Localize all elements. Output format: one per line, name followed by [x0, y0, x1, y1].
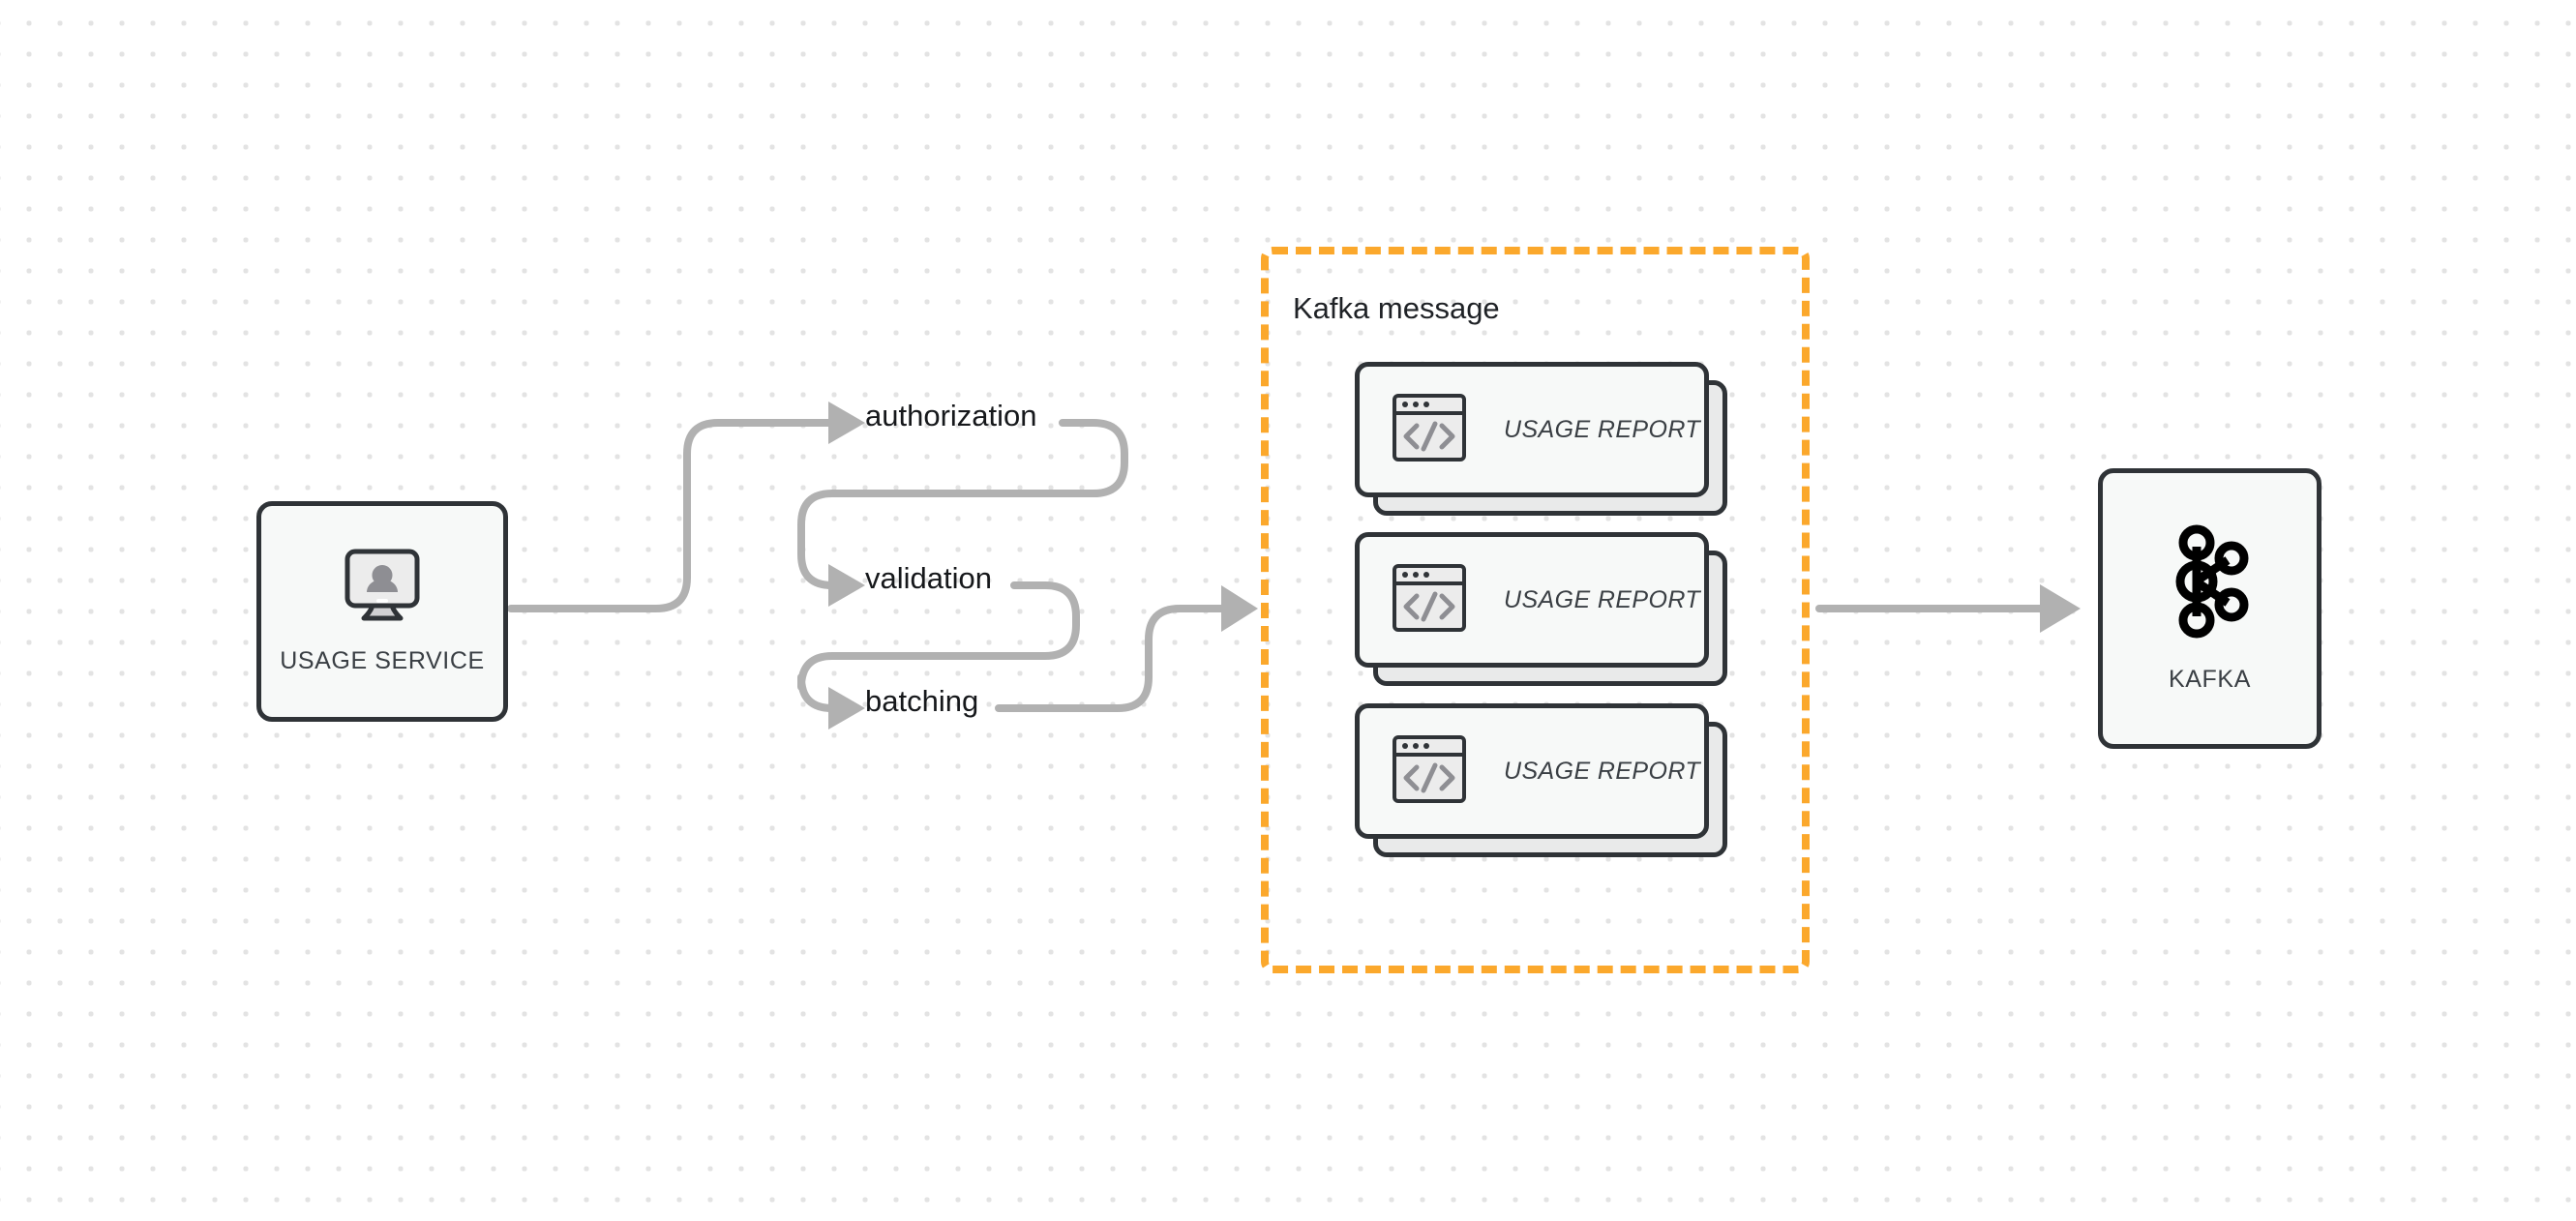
usage-report-label: USAGE REPORT	[1504, 415, 1700, 443]
code-window-icon	[1392, 563, 1467, 638]
step-label-batching: batching	[865, 684, 979, 718]
arrowhead-validation	[828, 564, 865, 607]
arrowhead-kafka-message	[1221, 585, 1258, 632]
connector-usage-service-to-authorization	[507, 419, 832, 612]
node-kafka[interactable]: KAFKA	[2098, 468, 2321, 749]
node-usage-service[interactable]: USAGE SERVICE	[256, 501, 508, 722]
step-label-authorization: authorization	[865, 399, 1037, 432]
kafka-message-group	[1261, 247, 1810, 973]
kafka-label: KAFKA	[2169, 666, 2251, 693]
card-face: USAGE REPORT	[1355, 703, 1709, 839]
arrowhead-kafka	[2040, 584, 2081, 633]
usage-report-label: USAGE REPORT	[1504, 757, 1700, 785]
monitor-user-icon	[341, 548, 424, 630]
kafka-logo-icon	[2164, 523, 2257, 644]
card-face: USAGE REPORT	[1355, 532, 1709, 668]
arrowhead-batching	[828, 687, 865, 730]
usage-service-label: USAGE SERVICE	[280, 647, 485, 674]
usage-report-card[interactable]: USAGE REPORT	[1355, 703, 1727, 857]
step-label-validation: validation	[865, 561, 992, 595]
kafka-message-title: Kafka message	[1293, 291, 1500, 325]
connector-batching-to-kafka-message	[995, 605, 1225, 712]
code-window-icon	[1392, 734, 1467, 809]
usage-report-label: USAGE REPORT	[1504, 585, 1700, 613]
usage-report-card[interactable]: USAGE REPORT	[1355, 362, 1727, 516]
arrowhead-authorization	[828, 402, 865, 444]
usage-report-card[interactable]: USAGE REPORT	[1355, 532, 1727, 686]
card-face: USAGE REPORT	[1355, 362, 1709, 497]
code-window-icon	[1392, 393, 1467, 467]
